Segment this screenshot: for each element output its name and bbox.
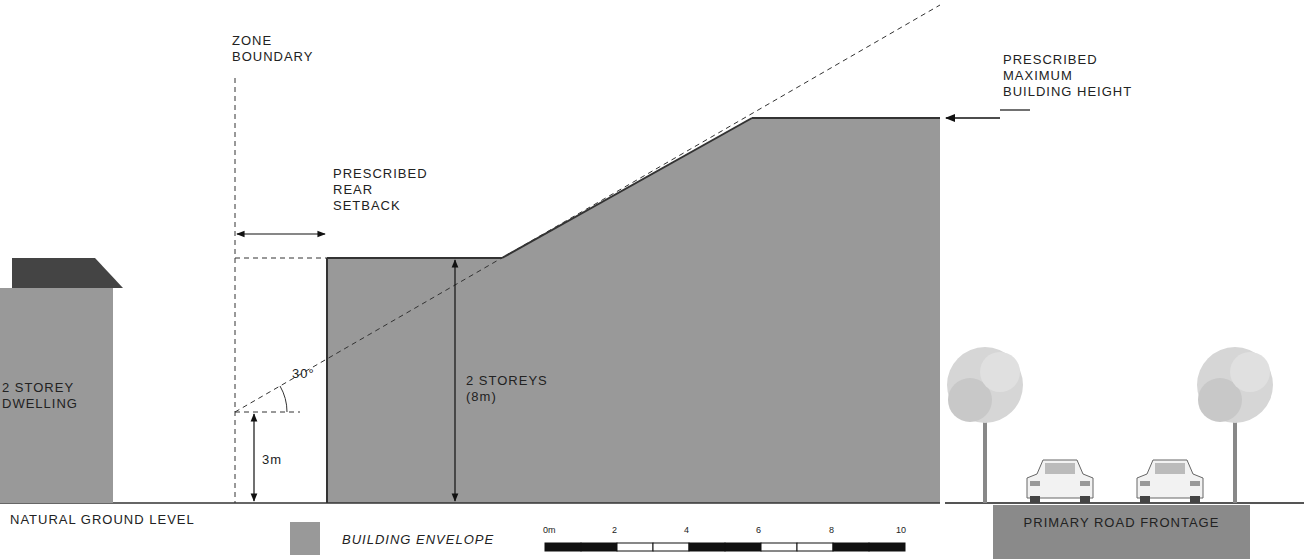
- building-envelope: [327, 118, 940, 503]
- dwelling-roof: [12, 258, 123, 288]
- dimension-label: 3m: [262, 452, 302, 468]
- setback-dimension: [237, 233, 325, 234]
- road-surface: [945, 502, 1304, 504]
- street-tree: [947, 347, 1023, 503]
- ground-level-label: NATURAL GROUND LEVEL: [10, 512, 270, 528]
- scale-number: 8: [829, 522, 849, 538]
- zone-boundary-line: [235, 78, 236, 503]
- ground-line: [0, 502, 940, 504]
- scale-number: 10: [896, 522, 920, 538]
- height-plane-line: [235, 5, 940, 412]
- street-tree: [1197, 347, 1273, 503]
- dimension-label: 2 STOREYS (8m): [466, 373, 576, 405]
- scale-number: 6: [756, 522, 776, 538]
- legend-text: BUILDING ENVELOPE: [342, 532, 522, 548]
- car: [1137, 460, 1203, 503]
- scale-number: 2: [612, 522, 632, 538]
- scale-number: 0m: [543, 522, 573, 538]
- setback-label: PRESCRIBED REAR SETBACK: [333, 166, 433, 214]
- dwelling-box: 2 STOREY DWELLING: [0, 288, 113, 503]
- node-text: PRIMARY ROAD FRONTAGE: [997, 515, 1246, 531]
- max-height-label: PRESCRIBED MAXIMUM BUILDING HEIGHT: [1003, 52, 1133, 100]
- zone-boundary-label: ZONE BOUNDARY: [232, 33, 332, 65]
- scale-number: 4: [684, 522, 704, 538]
- 8m-dimension: [454, 260, 455, 501]
- height-pointer: [946, 117, 1000, 119]
- scale-bar: [545, 543, 905, 551]
- car: [1027, 460, 1093, 503]
- angle-label: 30°: [292, 366, 332, 382]
- node-text: 2 STOREY DWELLING: [2, 380, 111, 412]
- legend-swatch: [290, 522, 320, 555]
- road-frontage-band: PRIMARY ROAD FRONTAGE: [993, 505, 1250, 559]
- 3m-dimension: [253, 414, 254, 501]
